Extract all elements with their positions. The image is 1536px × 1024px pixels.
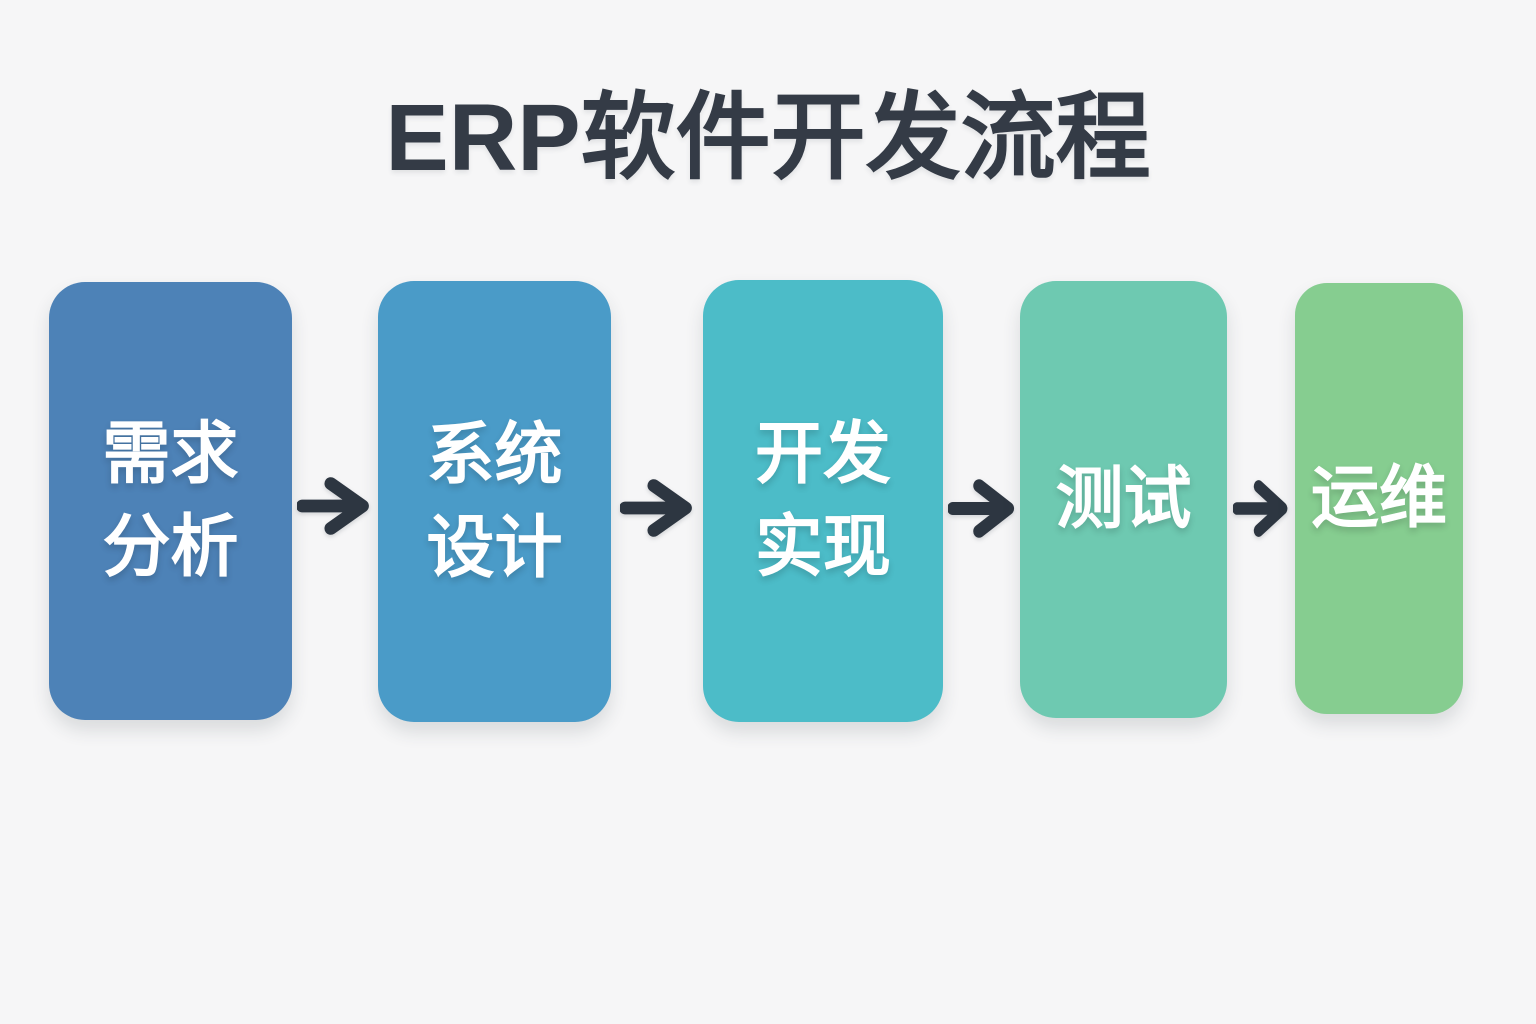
page-title: ERP软件开发流程 (385, 85, 1151, 191)
arrow-right-icon (948, 479, 1015, 538)
step-label-line: 设计 (426, 509, 563, 586)
step-label: 运维 (1311, 452, 1447, 545)
step-label-line: 分析 (102, 509, 239, 585)
step-label: 需求 分析 (102, 408, 238, 594)
step-label: 开发 实现 (755, 408, 891, 594)
arrow-right-icon (297, 477, 369, 535)
step-operations-maintenance: 运维 (1295, 283, 1463, 714)
step-label-line: 运维 (1310, 460, 1447, 536)
step-development-implementation: 开发 实现 (703, 280, 943, 722)
step-system-design: 系统 设计 (378, 281, 611, 722)
step-label-line: 开发 (754, 416, 891, 492)
step-label-line: 实现 (754, 509, 891, 585)
step-label-line: 测试 (1055, 461, 1192, 537)
step-label-line: 需求 (102, 416, 239, 492)
arrow-right-icon (1233, 480, 1288, 537)
step-testing: 测试 (1020, 281, 1227, 718)
step-label: 系统 设计 (426, 409, 562, 595)
arrow-right-icon (620, 479, 692, 537)
step-label: 测试 (1055, 453, 1191, 546)
step-label-line: 系统 (426, 416, 563, 493)
step-requirements-analysis: 需求 分析 (49, 282, 292, 720)
